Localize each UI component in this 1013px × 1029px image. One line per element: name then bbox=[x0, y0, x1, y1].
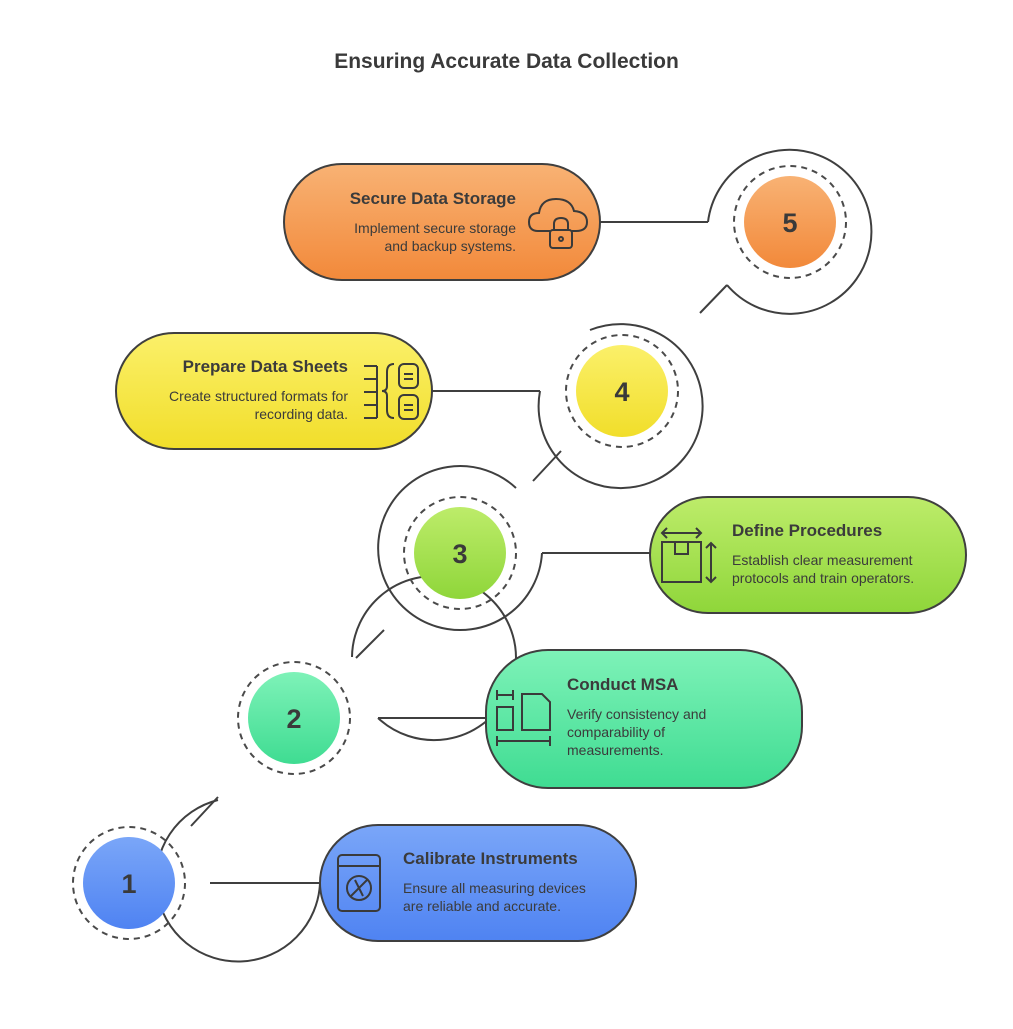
step-desc-4: Create structured formats for recording … bbox=[128, 387, 348, 423]
step-desc-5: Implement secure storage and backup syst… bbox=[296, 219, 516, 255]
step-desc-1-line-2: are reliable and accurate. bbox=[403, 898, 561, 914]
outer-arc-1 bbox=[155, 799, 321, 963]
step-title-1: Calibrate Instruments bbox=[403, 849, 578, 868]
compare-documents-icon bbox=[496, 690, 551, 746]
diagonal-1-2 bbox=[190, 796, 219, 827]
step-desc-1: Ensure all measuring devices are reliabl… bbox=[403, 879, 623, 915]
step-title-5: Secure Data Storage bbox=[349, 189, 516, 208]
step-circle-2 bbox=[248, 672, 340, 764]
dashed-ring-5 bbox=[733, 165, 847, 279]
gauge-device-icon bbox=[337, 854, 381, 912]
card-text-5: Secure Data Storage Implement secure sto… bbox=[296, 189, 516, 255]
step-desc-4-line-1: Create structured formats for bbox=[169, 388, 348, 404]
card-3 bbox=[649, 496, 967, 614]
step-title-2: Conduct MSA bbox=[567, 675, 679, 694]
card-5 bbox=[283, 163, 601, 281]
diagonal-2-3 bbox=[355, 629, 385, 659]
step-circle-3 bbox=[414, 507, 506, 599]
diagonal-4-5 bbox=[699, 284, 728, 314]
outer-arc-5 bbox=[707, 148, 873, 315]
diagonal-3-4 bbox=[532, 450, 562, 482]
dashed-ring-4 bbox=[565, 334, 679, 448]
diagram-title: Ensuring Accurate Data Collection bbox=[334, 50, 679, 73]
card-2 bbox=[485, 649, 803, 789]
step-desc-2-line-2: comparability of bbox=[567, 724, 666, 740]
measured-box-icon bbox=[660, 527, 717, 584]
step-title-3: Define Procedures bbox=[732, 521, 883, 540]
dashed-rings bbox=[72, 165, 847, 940]
step-circle-4 bbox=[576, 345, 668, 437]
step-desc-5-line-1: Implement secure storage bbox=[354, 220, 516, 236]
step-number-4: 4 bbox=[614, 377, 629, 407]
step-desc-3-line-1: Establish clear measurement bbox=[732, 552, 913, 568]
step-desc-3: Establish clear measurement protocols an… bbox=[732, 551, 952, 587]
step-desc-5-line-2: and backup systems. bbox=[384, 238, 516, 254]
structured-sheets-icon bbox=[364, 363, 419, 420]
dashed-ring-1 bbox=[72, 826, 186, 940]
step-desc-1-line-1: Ensure all measuring devices bbox=[403, 880, 586, 896]
card-1 bbox=[319, 824, 637, 942]
step-number-3: 3 bbox=[452, 539, 467, 569]
outer-arc-3 bbox=[377, 465, 543, 631]
step-desc-2: Verify consistency and comparability of … bbox=[567, 705, 767, 759]
step-desc-4-line-2: recording data. bbox=[254, 406, 348, 422]
step-circle-5 bbox=[744, 176, 836, 268]
connector-lines bbox=[155, 148, 873, 963]
card-text-2: Conduct MSA Verify consistency and compa… bbox=[567, 675, 767, 759]
step-desc-2-line-3: measurements. bbox=[567, 742, 664, 758]
outer-arc-4 bbox=[537, 323, 704, 490]
step-circle-1 bbox=[83, 837, 175, 929]
dashed-ring-2 bbox=[237, 661, 351, 775]
card-text-3: Define Procedures Establish clear measur… bbox=[732, 521, 952, 587]
card-text-4: Prepare Data Sheets Create structured fo… bbox=[128, 357, 348, 423]
card-4 bbox=[115, 332, 433, 450]
step-number-5: 5 bbox=[782, 208, 797, 238]
step-desc-2-line-1: Verify consistency and bbox=[567, 706, 707, 722]
step-title-4: Prepare Data Sheets bbox=[182, 357, 348, 376]
dashed-ring-3 bbox=[403, 496, 517, 610]
step-desc-3-line-2: protocols and train operators. bbox=[732, 570, 915, 586]
cloud-lock-icon bbox=[527, 197, 589, 249]
card-connectors bbox=[210, 221, 708, 884]
outer-arc-2 bbox=[351, 575, 517, 742]
step-number-1: 1 bbox=[121, 869, 136, 899]
card-text-1: Calibrate Instruments Ensure all measuri… bbox=[403, 849, 623, 915]
step-number-2: 2 bbox=[286, 704, 301, 734]
